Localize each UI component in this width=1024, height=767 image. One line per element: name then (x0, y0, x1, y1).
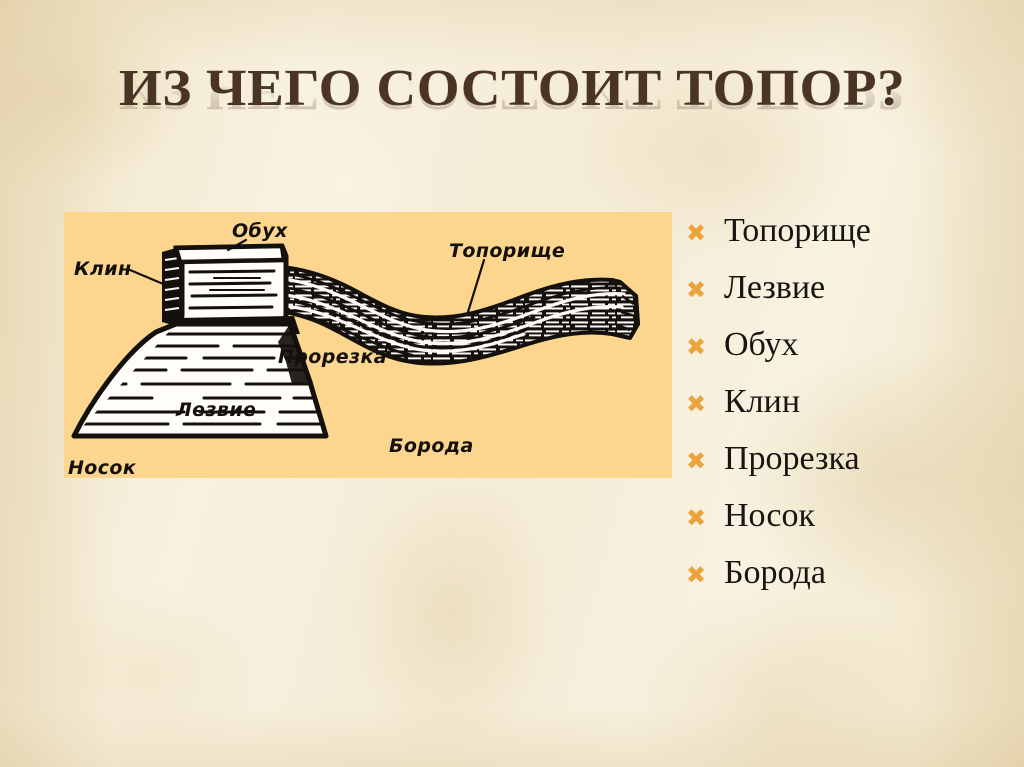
diagram-label-klin: Клин (74, 258, 132, 280)
axe-diagram-panel: Обух Клин Топорище Прорезка Лезвие Бород… (64, 212, 672, 478)
page-title: ИЗ ЧЕГО СОСТОИТ ТОПОР? (118, 60, 906, 117)
title-block: ИЗ ЧЕГО СОСТОИТ ТОПОР? ИЗ ЧЕГО СОСТОИТ Т… (0, 62, 1024, 160)
cross-bullet-icon: ✖ (686, 276, 707, 304)
list-item: ✖ Топорище (686, 214, 1016, 271)
list-item: ✖ Лезвие (686, 271, 1016, 328)
leader-lines (128, 238, 486, 314)
cross-bullet-icon: ✖ (686, 390, 707, 418)
page-title-reflection: ИЗ ЧЕГО СОСТОИТ ТОПОР? (118, 76, 906, 118)
axe-blade-shape (71, 321, 329, 439)
axe-illustration (71, 238, 641, 439)
diagram-label-nosok: Носок (68, 457, 137, 478)
diagram-label-lezvie: Лезвие (176, 399, 257, 421)
cross-bullet-icon: ✖ (686, 219, 707, 247)
diagram-label-toporishe: Топорище (449, 240, 566, 262)
bullet-label-klin: Клин (724, 383, 801, 420)
cross-bullet-icon: ✖ (686, 561, 707, 589)
cross-bullet-icon: ✖ (686, 447, 707, 475)
list-item: ✖ Борода (686, 556, 1016, 613)
bullet-label-obuh: Обух (724, 326, 799, 363)
diagram-label-boroda: Борода (389, 435, 474, 457)
parts-bullet-list: ✖ Топорище ✖ Лезвие ✖ Обух ✖ Клин ✖ Прор… (686, 214, 1016, 613)
bullet-label-toporishe: Топорище (724, 212, 871, 249)
list-item: ✖ Клин (686, 385, 1016, 442)
bullet-label-nosok: Носок (724, 497, 816, 534)
bullet-label-prorezka: Прорезка (724, 440, 860, 477)
list-item: ✖ Прорезка (686, 442, 1016, 499)
diagram-label-obuh: Обух (232, 220, 288, 242)
diagram-label-prorezka: Прорезка (278, 346, 387, 368)
list-item: ✖ Обух (686, 328, 1016, 385)
cross-bullet-icon: ✖ (686, 504, 707, 532)
list-item: ✖ Носок (686, 499, 1016, 556)
bullet-label-lezvie: Лезвие (724, 269, 826, 306)
bullet-label-boroda: Борода (724, 554, 826, 591)
cross-bullet-icon: ✖ (686, 333, 707, 361)
